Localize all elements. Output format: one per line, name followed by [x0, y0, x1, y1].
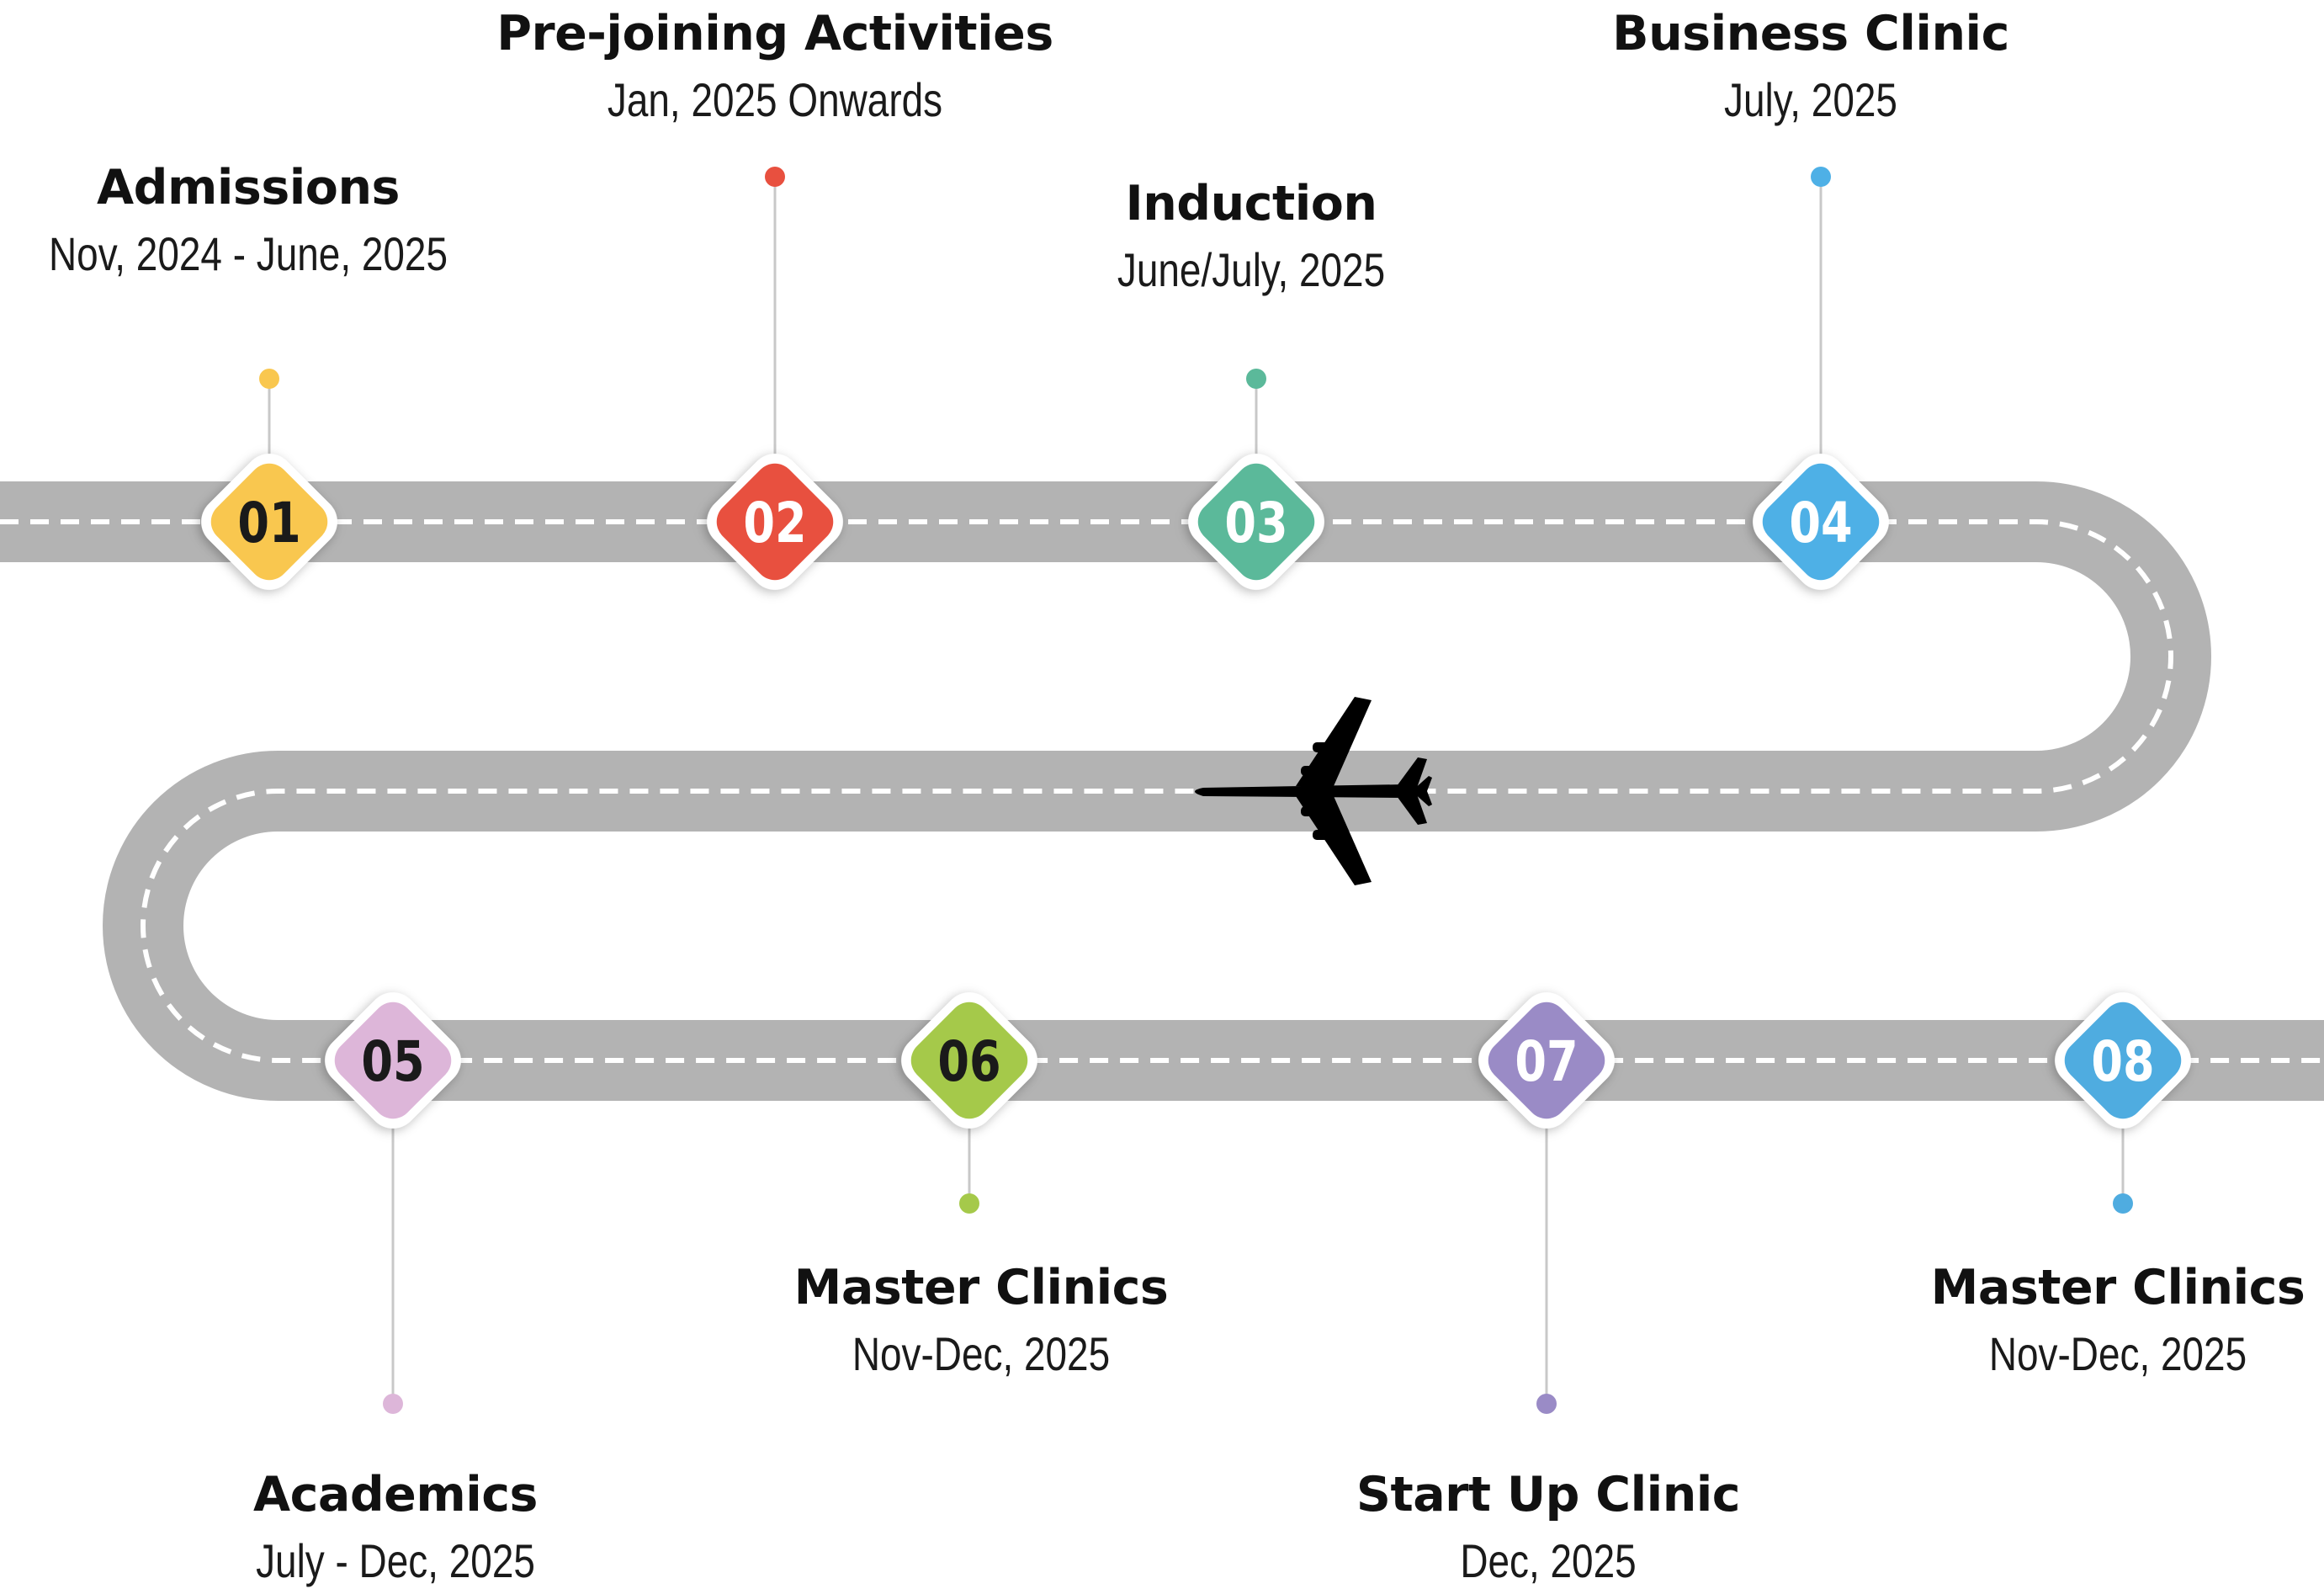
badge-number: 07	[1515, 1030, 1578, 1095]
road-center-line	[0, 519, 2324, 1063]
badge-number: 01	[237, 491, 300, 556]
badge-fill	[910, 1002, 1028, 1119]
connector-dot-03	[1246, 369, 1266, 389]
badge-number: 02	[743, 491, 806, 556]
milestone-title: Academics	[253, 1467, 538, 1522]
milestone-title: Pre-joining Activities	[496, 6, 1053, 61]
milestone-7-label: Start Up Clinic Dec, 2025	[1254, 1461, 1843, 1594]
badge-fill	[334, 1002, 452, 1119]
badge-fill	[1762, 463, 1880, 581]
milestone-date: June/July, 2025	[1117, 243, 1386, 296]
milestone-title: Induction	[1125, 176, 1377, 231]
milestone-badge-06: 06	[901, 992, 1037, 1129]
milestone-badge-04: 04	[1753, 454, 1889, 590]
connector-dot-08	[2113, 1193, 2133, 1214]
milestone-badge-08: 08	[2055, 992, 2191, 1129]
connector-dot-04	[1811, 167, 1831, 187]
milestone-badge-07: 07	[1478, 992, 1615, 1129]
badge-fill	[716, 463, 834, 581]
badge-number: 05	[361, 1030, 424, 1095]
badge-number: 04	[1789, 491, 1852, 556]
milestone-6-label: Master Clinics Nov-Dec, 2025	[687, 1254, 1276, 1387]
connector-dot-02	[765, 167, 785, 187]
milestone-1-label: Admissions Nov, 2024 - June, 2025	[0, 154, 543, 287]
milestone-date: July, 2025	[1724, 73, 1897, 126]
milestone-8-label: Master Clinics Nov-Dec, 2025	[1823, 1254, 2324, 1387]
milestone-title: Master Clinics	[793, 1260, 1169, 1315]
connector-dot-06	[959, 1193, 979, 1214]
milestone-title: Admissions	[97, 160, 400, 215]
milestone-2-label: Pre-joining Activities Jan, 2025 Onwards	[480, 0, 1069, 133]
badge-fill	[1197, 463, 1315, 581]
milestone-date: July - Dec, 2025	[256, 1534, 535, 1587]
milestone-badge-03: 03	[1188, 454, 1324, 590]
milestone-title: Start Up Clinic	[1356, 1467, 1741, 1522]
milestone-badges: 01 02 03 04 05 06 07 08	[201, 454, 2191, 1129]
badge-fill	[210, 463, 328, 581]
badge-number: 03	[1224, 491, 1287, 556]
milestone-date: Jan, 2025 Onwards	[607, 73, 943, 126]
milestone-badge-05: 05	[325, 992, 461, 1129]
airplane-icon	[1195, 697, 1432, 885]
milestone-date: Nov-Dec, 2025	[852, 1327, 1111, 1380]
badge-fill	[1488, 1002, 1605, 1119]
milestone-4-label: Business Clinic July, 2025	[1516, 0, 2105, 133]
milestone-date: Nov, 2024 - June, 2025	[49, 227, 448, 280]
badge-fill	[2064, 1002, 2182, 1119]
milestone-badge-02: 02	[707, 454, 843, 590]
milestone-date: Nov-Dec, 2025	[1988, 1327, 2247, 1380]
milestone-title: Master Clinics	[1930, 1260, 2305, 1315]
milestone-badge-01: 01	[201, 454, 337, 590]
connector-dot-07	[1536, 1394, 1557, 1414]
badge-number: 06	[937, 1030, 1000, 1095]
milestone-title: Business Clinic	[1612, 6, 2009, 61]
milestone-5-label: Academics July - Dec, 2025	[101, 1461, 690, 1594]
badge-number: 08	[2091, 1030, 2154, 1095]
connector-dot-01	[259, 369, 279, 389]
milestone-3-label: Induction June/July, 2025	[957, 170, 1546, 303]
milestone-date: Dec, 2025	[1460, 1534, 1637, 1587]
connector-dot-05	[383, 1394, 403, 1414]
